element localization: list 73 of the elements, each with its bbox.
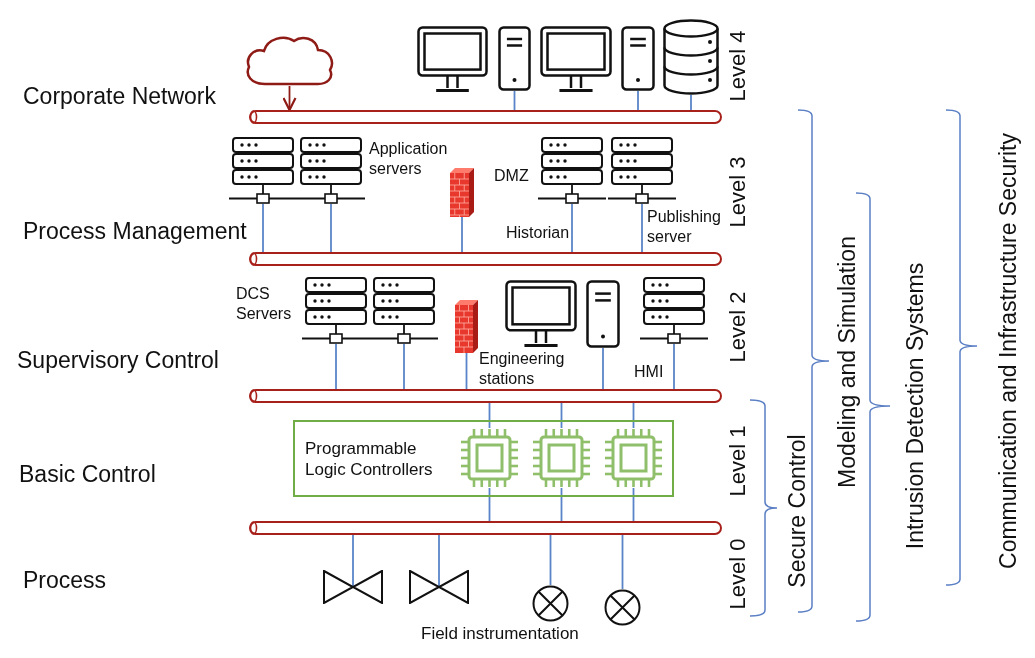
server-rack-icon <box>608 137 676 204</box>
instrument-symbol <box>532 585 569 622</box>
level-label: Level 2 <box>726 291 749 363</box>
computer-tower-icon <box>621 26 655 91</box>
level-label: Level 1 <box>726 425 749 497</box>
device-group-label: DCS Servers <box>236 284 292 324</box>
arrow <box>282 85 297 112</box>
layer-label: Basic Control <box>19 460 156 488</box>
connector-line <box>335 343 337 390</box>
connector-line <box>632 402 635 429</box>
network-bus <box>249 389 722 403</box>
connector-line <box>641 203 643 253</box>
connector-line <box>488 402 491 429</box>
connector-line <box>560 402 563 429</box>
connector-line <box>560 487 563 522</box>
instrument-symbol <box>604 589 641 626</box>
connector-line <box>488 487 491 522</box>
chip-icon <box>604 428 663 488</box>
connector-line <box>438 534 440 588</box>
connector-line <box>262 203 264 253</box>
connector-line <box>403 343 405 390</box>
server-rack-icon <box>640 277 708 344</box>
firewall-icon <box>450 168 474 217</box>
server-rack-icon <box>297 137 365 204</box>
layer-label: Process Management <box>23 217 247 245</box>
level-label: Level 0 <box>726 538 749 610</box>
connector-line <box>549 534 552 586</box>
research-area-label: Communication and Infrastructure Security <box>996 133 1020 569</box>
server-rack-icon <box>229 137 297 204</box>
connector-line <box>673 343 675 390</box>
box-title: Programmable Logic Controllers <box>305 438 434 480</box>
research-area-label: Modeling and Simulation <box>835 236 859 488</box>
connector-line <box>513 90 516 111</box>
connector-line <box>330 203 332 253</box>
layer-label: Corporate Network <box>23 82 217 110</box>
network-bus <box>249 110 722 124</box>
research-area-label: Intrusion Detection Systems <box>903 262 927 550</box>
layer-label: Supervisory Control <box>17 346 219 374</box>
server-rack-icon <box>302 277 370 344</box>
computer-tower-icon <box>498 26 531 91</box>
chip-icon <box>532 428 591 488</box>
connector-line <box>602 347 604 390</box>
device-group-label: Field instrumentation <box>421 624 579 645</box>
network-bus <box>249 521 722 535</box>
cloud-icon <box>243 34 336 86</box>
layer-label: Process <box>23 566 107 594</box>
connector-line <box>637 90 639 111</box>
level-label: Level 4 <box>726 30 749 102</box>
connector-line <box>465 352 468 390</box>
connector-line <box>690 94 692 111</box>
zone-label: DMZ <box>494 166 529 186</box>
connector-line <box>461 216 463 253</box>
network-bus <box>249 252 722 266</box>
device-group-label: Application servers <box>369 139 448 179</box>
device-group-label: Engineering stations <box>479 349 565 389</box>
computer-tower-icon <box>586 280 620 348</box>
device-label: Historian <box>506 223 570 243</box>
research-area-label: Secure Control <box>785 434 809 588</box>
group-box <box>293 420 674 497</box>
valve-symbol <box>409 570 469 604</box>
server-rack-icon <box>370 277 438 344</box>
connector-line <box>621 534 624 590</box>
connector-line <box>571 203 573 253</box>
server-rack-icon <box>538 137 606 204</box>
device-label: HMI <box>634 362 664 382</box>
database-icon <box>663 19 719 95</box>
valve-symbol <box>323 570 383 604</box>
device-label: Publishing server <box>647 207 721 247</box>
chip-icon <box>460 428 519 488</box>
connector-line <box>632 487 635 522</box>
firewall-icon <box>455 300 478 353</box>
level-label: Level 3 <box>726 156 749 228</box>
connector-line <box>352 534 354 588</box>
